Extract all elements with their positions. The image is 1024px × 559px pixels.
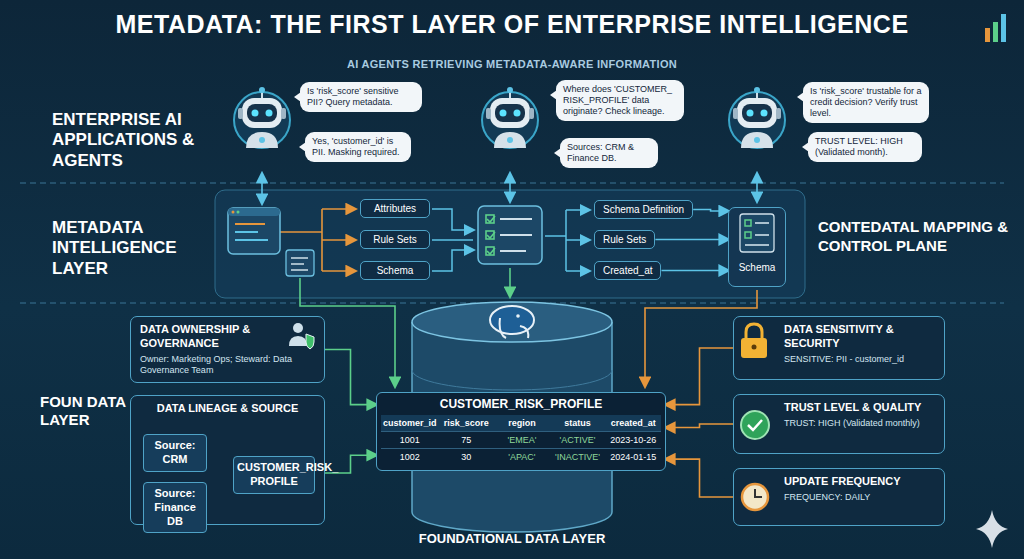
section-label: METADATA INTELLIGENCE LAYER bbox=[52, 218, 212, 279]
data-table: CUSTOMER_RISK_PROFILE customer_idrisk_sco… bbox=[376, 392, 666, 471]
node-heading: DATA LINEAGE & SOURCE bbox=[140, 402, 315, 416]
connector bbox=[325, 350, 376, 405]
info-box: DATA SENSITIVITY & SECURITY SENSITIVE: PI… bbox=[733, 316, 945, 380]
table-grid: customer_idrisk_scoreregionstatuscreated… bbox=[381, 415, 661, 465]
metadata-pill: Created_at bbox=[594, 261, 661, 280]
node-heading: DATA SENSITIVITY & SECURITY bbox=[784, 323, 935, 351]
node-heading: Created_at bbox=[603, 265, 652, 276]
node-heading: Source: Finance DB bbox=[147, 487, 203, 528]
source-box: Source: Finance DB bbox=[143, 482, 207, 533]
node-heading: CUSTOMER_RISK_PROFILE bbox=[381, 397, 661, 411]
node-heading: UPDATE FREQUENCY bbox=[784, 475, 935, 489]
node-heading: Rule Sets bbox=[369, 234, 421, 245]
section-label: ENTERPRISE AI APPLICATIONS & AGENTS bbox=[52, 110, 220, 171]
table-cell: 'APAC' bbox=[494, 448, 550, 465]
table-cell: 1002 bbox=[381, 448, 439, 465]
node-heading: Is 'risk_score' sensitive PII? Query met… bbox=[307, 86, 415, 108]
section-label: FOUN DATA LAYER bbox=[40, 393, 126, 429]
node-body: Owner: Marketing Ops; Steward: Data Gove… bbox=[140, 354, 315, 377]
section-label: CONTEDATAL MAPPING & CONTROL PLANE bbox=[818, 218, 1016, 256]
node-heading: TRUST LEVEL: HIGH (Validated month). bbox=[815, 136, 915, 158]
metadata-pill: Rule Sets bbox=[594, 230, 655, 249]
node-heading: Where does 'CUSTOMER_ RISK_PROFILE' data… bbox=[563, 84, 677, 117]
info-box: TRUST LEVEL & QUALITY TRUST: HIGH (Valida… bbox=[733, 394, 945, 454]
speech-bubble: Is 'risk_score' sensitive PII? Query met… bbox=[300, 82, 422, 112]
speech-bubble: TRUST LEVEL: HIGH (Validated month). bbox=[808, 132, 922, 162]
node-heading: Yes, 'customer_id' is PII. Masking requi… bbox=[312, 136, 404, 158]
connector bbox=[666, 424, 733, 428]
info-box: UPDATE FREQUENCY FREQUENCY: DAILY bbox=[733, 468, 945, 526]
table-cell: 30 bbox=[439, 448, 495, 465]
column-header: status bbox=[550, 415, 606, 431]
metadata-pill: Attributes bbox=[360, 199, 430, 218]
metadata-pill: Schema bbox=[360, 261, 430, 280]
node-heading: Schema bbox=[731, 262, 783, 273]
table-cell: 2023-10-26 bbox=[605, 431, 661, 448]
subtitle: AI AGENTS RETRIEVING METADATA-AWARE INFO… bbox=[0, 58, 1024, 70]
node-heading: Schema bbox=[369, 265, 421, 276]
schema-icon: Schema bbox=[728, 207, 786, 287]
connector bbox=[666, 348, 733, 405]
node-heading: Rule Sets bbox=[603, 234, 646, 245]
metadata-pill: Rule Sets bbox=[360, 230, 430, 249]
table-cell: 75 bbox=[439, 431, 495, 448]
column-header: created_at bbox=[605, 415, 661, 431]
node-heading: Schema Definition bbox=[603, 204, 684, 215]
node-heading: Attributes bbox=[369, 203, 421, 214]
target-box: CUSTOMER_RISK_ PROFILE bbox=[233, 456, 315, 494]
table-cell: 'ACTIVE' bbox=[550, 431, 606, 448]
node-body: FREQUENCY: DAILY bbox=[784, 492, 935, 503]
table-cell: 2024-01-15 bbox=[605, 448, 661, 465]
node-heading: Is 'risk_score' trustable for a credit d… bbox=[810, 86, 922, 119]
metadata-pill: Schema Definition bbox=[594, 200, 693, 219]
node-heading: Sources: CRM & Finance DB. bbox=[567, 142, 651, 164]
node-heading: Source: CRM bbox=[147, 439, 203, 467]
node-heading: TRUST LEVEL & QUALITY bbox=[784, 401, 935, 415]
lineage-box: DATA LINEAGE & SOURCE Source: CRM Source: … bbox=[130, 395, 325, 525]
column-header: region bbox=[494, 415, 550, 431]
node-heading: DATA OWNERSHIP & GOVERNANCE bbox=[140, 323, 315, 351]
speech-bubble: Where does 'CUSTOMER_ RISK_PROFILE' data… bbox=[556, 80, 684, 121]
table-cell: 'EMEA' bbox=[494, 431, 550, 448]
column-header: customer_id bbox=[381, 415, 439, 431]
diagram-title: METADATA: THE FIRST LAYER OF ENTERPRISE … bbox=[0, 10, 1024, 39]
connector bbox=[325, 455, 376, 473]
speech-bubble: Yes, 'customer_id' is PII. Masking requi… bbox=[305, 132, 411, 162]
node-body: TRUST: HIGH (Validated monthly) bbox=[784, 418, 935, 429]
connector bbox=[693, 210, 728, 212]
governance-box: DATA OWNERSHIP & GOVERNANCE Owner: Market… bbox=[130, 316, 325, 383]
node-body: SENSITIVE: PII - customer_id bbox=[784, 354, 935, 365]
speech-bubble: Sources: CRM & Finance DB. bbox=[560, 138, 658, 168]
node-heading: CUSTOMER_RISK_ PROFILE bbox=[237, 461, 311, 489]
source-box: Source: CRM bbox=[143, 434, 207, 472]
speech-bubble: Is 'risk_score' trustable for a credit d… bbox=[803, 82, 929, 123]
column-header: risk_score bbox=[439, 415, 495, 431]
connector bbox=[666, 459, 733, 497]
connector bbox=[655, 239, 728, 241]
table-cell: 1001 bbox=[381, 431, 439, 448]
table-cell: 'INACTIVE' bbox=[550, 448, 606, 465]
section-label: FOUNDATIONAL DATA LAYER bbox=[0, 531, 1024, 546]
connector bbox=[661, 270, 728, 272]
